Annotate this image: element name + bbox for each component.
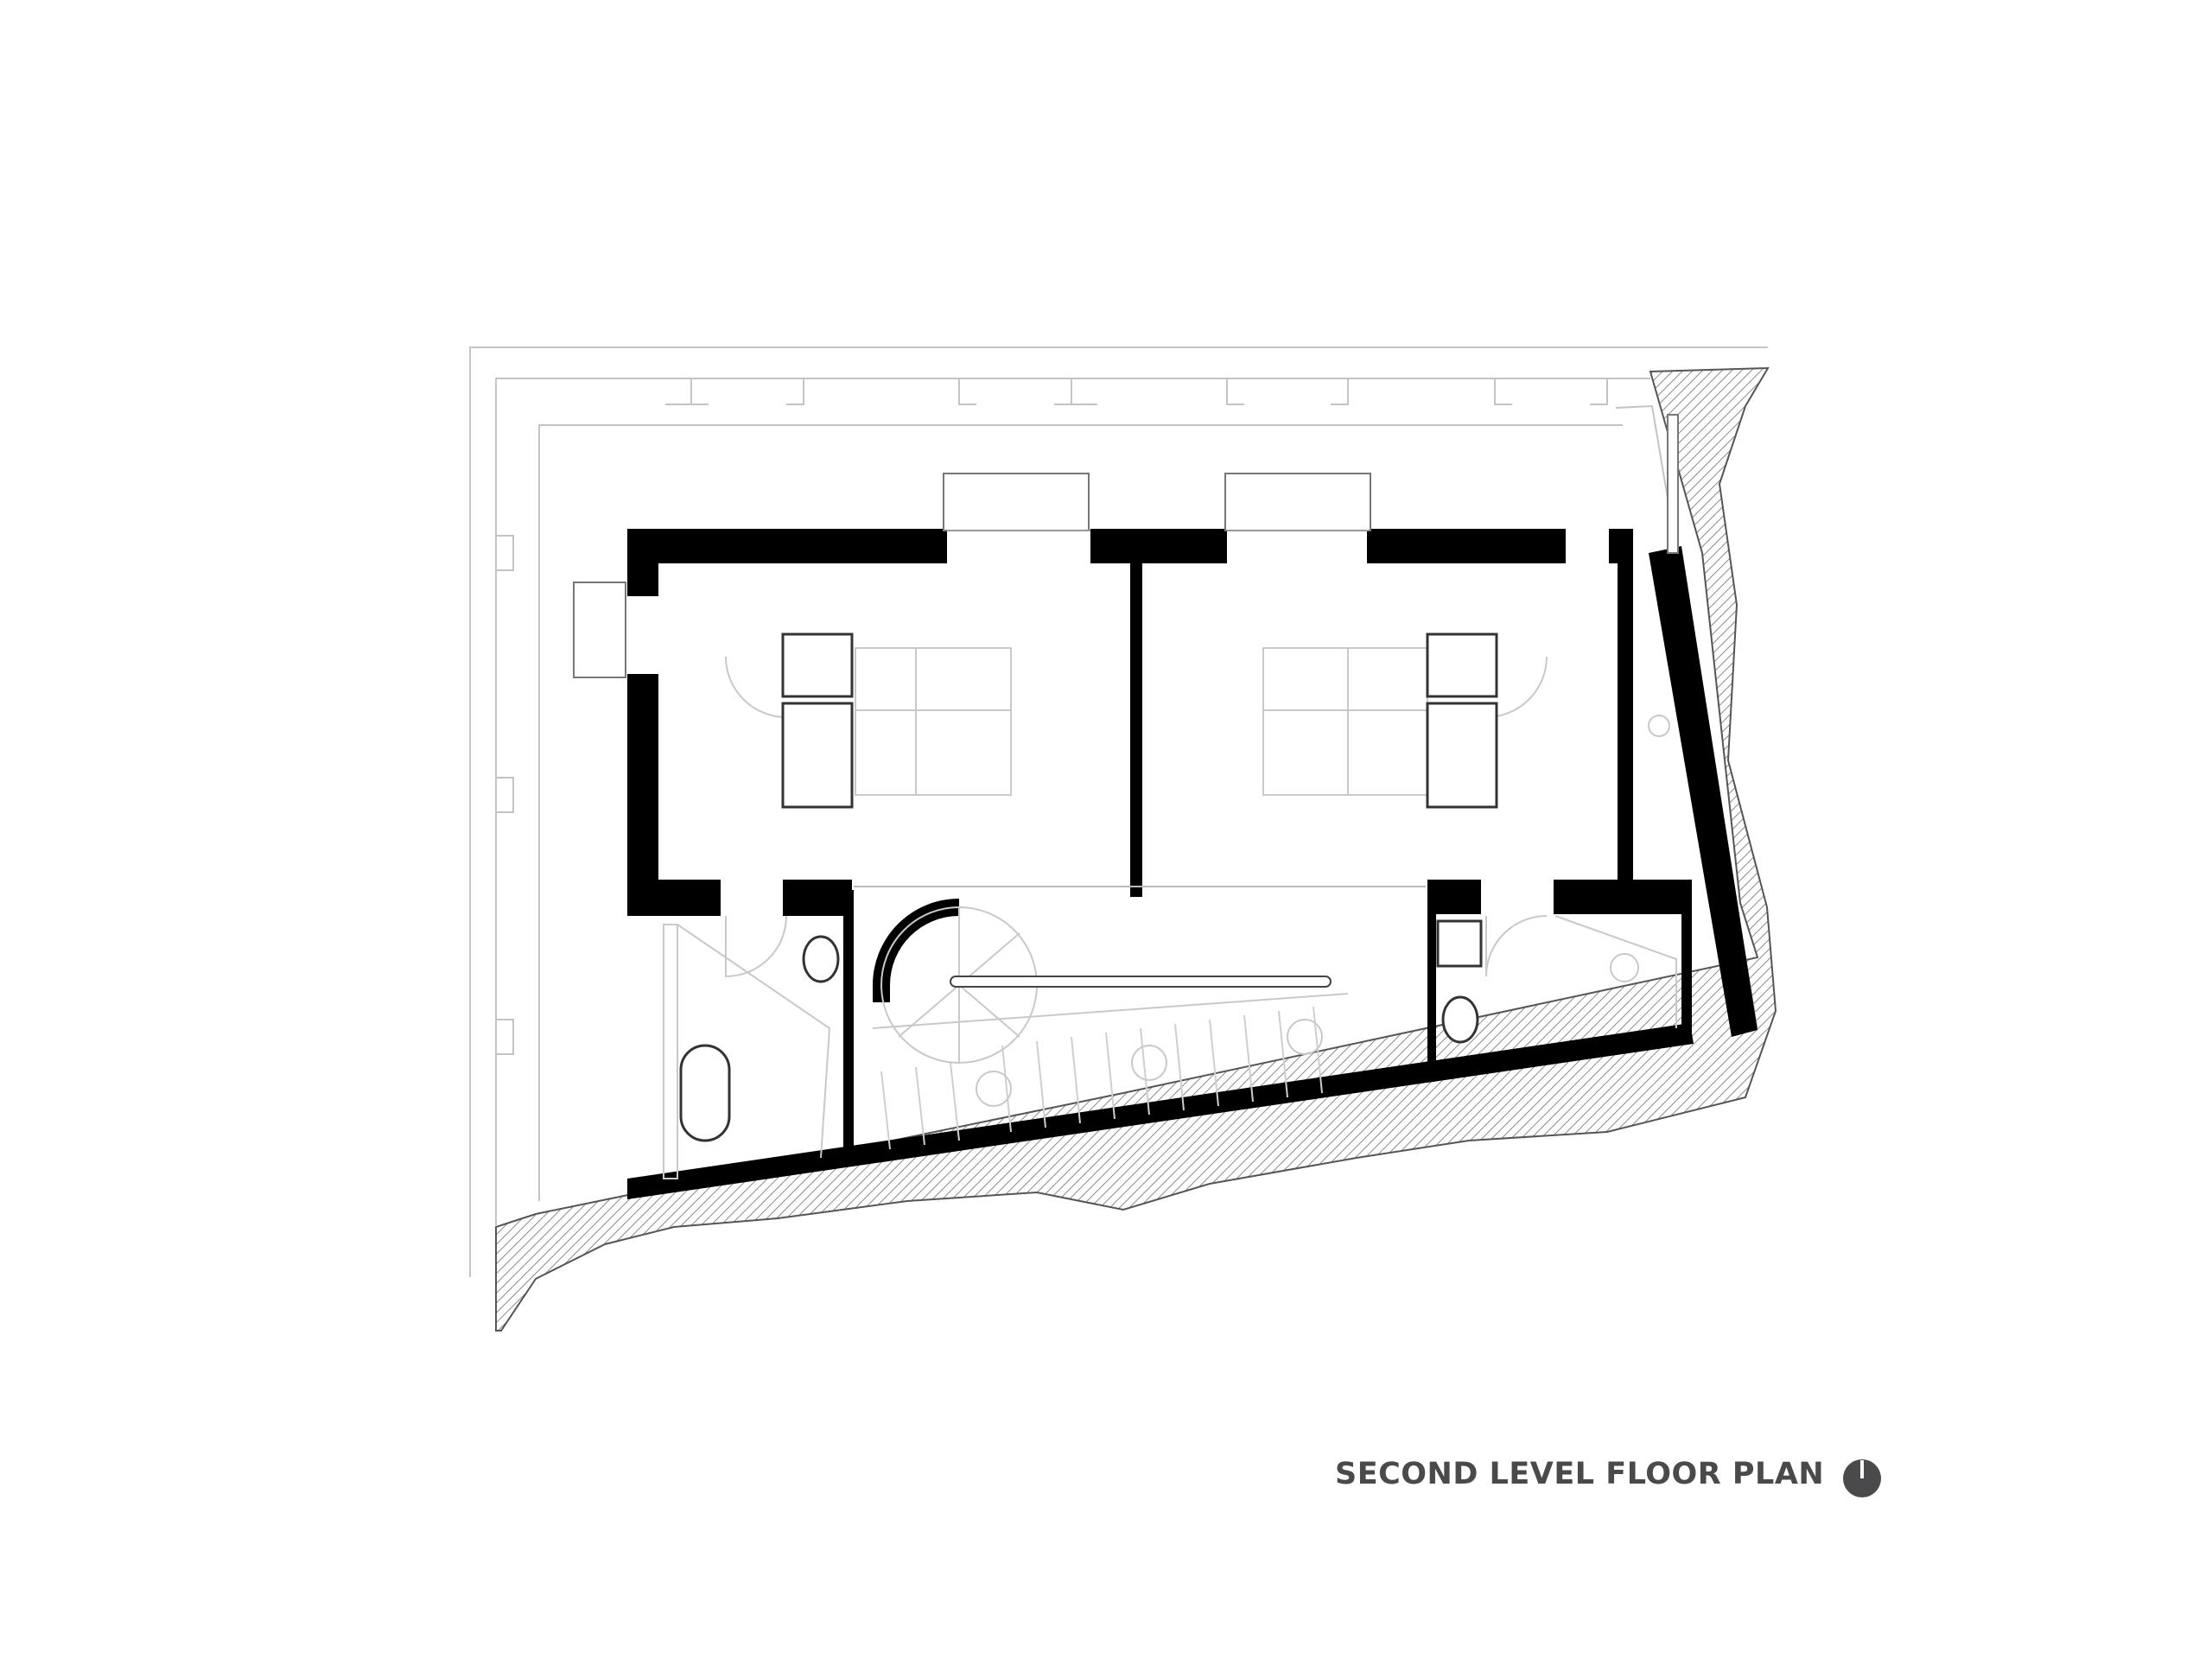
site-boundary bbox=[469, 346, 1768, 1277]
sanitary-fixtures bbox=[679, 935, 1479, 1142]
stair-handrail bbox=[950, 976, 1332, 988]
walls bbox=[627, 529, 1758, 1199]
vanities bbox=[781, 632, 1498, 968]
interior-lines bbox=[663, 647, 1677, 1179]
north-arrow-icon bbox=[1842, 1459, 1882, 1498]
windows bbox=[573, 414, 1679, 678]
drawing-title: SECOND LEVEL FLOOR PLAN bbox=[1335, 1457, 1825, 1491]
